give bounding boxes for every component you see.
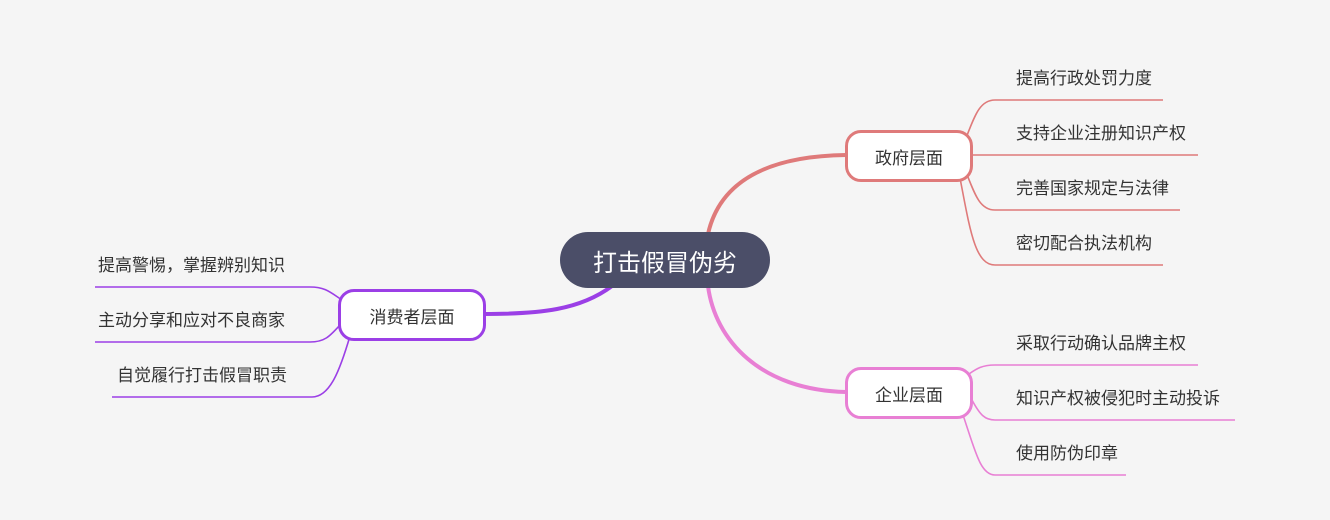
- branch-enterprise[interactable]: 企业层面: [845, 367, 973, 419]
- leaf-consumer-1[interactable]: 提高警惕，掌握辨别知识: [98, 256, 285, 276]
- leaf-enterprise-1[interactable]: 采取行动确认品牌主权: [1016, 334, 1186, 354]
- root-topic[interactable]: 打击假冒伪劣: [560, 232, 770, 288]
- link-ent-3: [961, 411, 1126, 476]
- leaf-consumer-2[interactable]: 主动分享和应对不良商家: [98, 311, 285, 331]
- link-root-consumer: [482, 284, 614, 316]
- leaf-enterprise-2[interactable]: 知识产权被侵犯时主动投诉: [1016, 389, 1220, 409]
- leaf-consumer-3[interactable]: 自觉履行打击假冒职责: [117, 366, 287, 386]
- branch-government[interactable]: 政府层面: [845, 130, 973, 182]
- link-root-enterprise: [706, 284, 848, 394]
- leaf-enterprise-3[interactable]: 使用防伪印章: [1016, 444, 1118, 464]
- leaf-government-1[interactable]: 提高行政处罚力度: [1016, 69, 1152, 89]
- branch-consumer[interactable]: 消费者层面: [338, 289, 486, 341]
- link-ent-2: [971, 399, 1235, 421]
- link-con-2: [95, 324, 341, 343]
- link-root-government: [706, 153, 848, 236]
- link-gov-4: [959, 177, 1163, 266]
- leaf-government-4[interactable]: 密切配合执法机构: [1016, 234, 1152, 254]
- link-con-3: [112, 335, 351, 398]
- link-ent-1: [965, 364, 1198, 377]
- link-con-1: [95, 286, 343, 301]
- link-gov-3: [965, 171, 1180, 211]
- link-gov-1: [965, 99, 1163, 139]
- leaf-government-2[interactable]: 支持企业注册知识产权: [1016, 124, 1186, 144]
- leaf-government-3[interactable]: 完善国家规定与法律: [1016, 179, 1169, 199]
